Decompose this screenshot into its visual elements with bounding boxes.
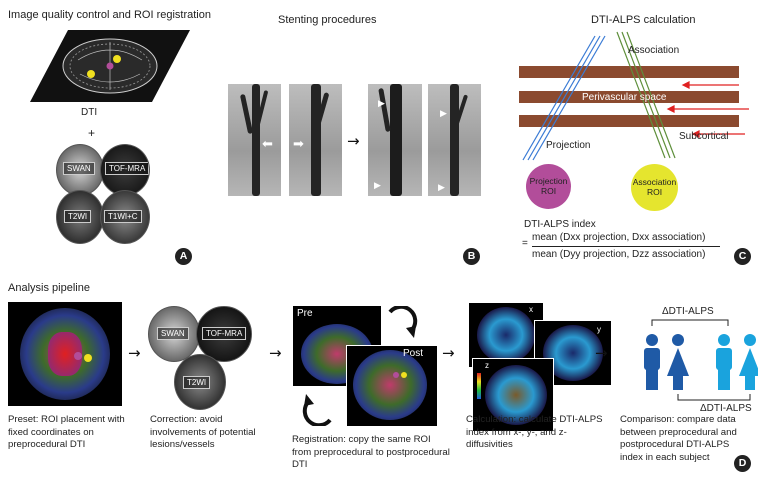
rotate-arrow-top <box>388 306 418 338</box>
angio-pre-1: ⬅ <box>228 84 281 196</box>
stent-marker-top-2: ▶ <box>440 108 447 118</box>
badge-d: D <box>734 455 751 472</box>
association-label: Association <box>628 45 680 56</box>
perivascular-label: Perivascular space <box>582 92 667 103</box>
delta-bottom-label: ΔDTI-ALPS <box>700 403 752 414</box>
axis-z-label: z <box>485 361 489 370</box>
roi-dot-yellow <box>113 55 121 63</box>
corr-swan-scan: SWAN <box>148 306 200 362</box>
association-roi-line2: ROI <box>646 187 663 197</box>
modality-quad: SWAN TOF-MRA T2WI T1WI+C <box>56 144 156 244</box>
step-arrow-1: → <box>128 344 141 362</box>
badge-c: C <box>734 248 751 265</box>
association-fibers <box>616 31 676 159</box>
dti-slice-diamond <box>30 30 190 102</box>
calc-x-map: x <box>468 302 544 368</box>
corr-t2wi-tag: T2WI <box>183 376 211 389</box>
registration-caption: Registration: copy the same ROI from pre… <box>292 434 450 470</box>
male-pre-icon <box>644 334 660 390</box>
preset-caption: Preset: ROI placement with fixed coordin… <box>8 414 125 450</box>
angio-post-2: ▶ ▶ <box>428 84 481 196</box>
fiber-bar-1 <box>519 66 739 78</box>
angio-post-1: ▶ ▶ <box>368 84 422 196</box>
panel-c-title: DTI-ALPS calculation <box>591 14 696 26</box>
preset-dti-image <box>8 302 122 406</box>
formula-divider <box>532 246 720 247</box>
roi-dot-yellow-2 <box>87 70 95 78</box>
pre-label: Pre <box>297 308 313 319</box>
delta-top-label: ΔDTI-ALPS <box>662 306 714 317</box>
badge-a: A <box>175 248 192 265</box>
projection-roi-line1: Projection <box>529 176 568 186</box>
step-arrow-2: → <box>269 344 282 362</box>
female-pre-icon <box>667 334 689 390</box>
fiber-bar-3 <box>519 115 739 127</box>
badge-b: B <box>463 248 480 265</box>
plus-sign: + <box>88 126 96 140</box>
step-arrow-3: → <box>442 344 455 362</box>
corr-t2wi-scan: T2WI <box>174 354 226 410</box>
association-roi-line1: Association <box>632 177 677 187</box>
projection-roi-line2: ROI <box>540 186 557 196</box>
axis-x-label: x <box>529 305 533 314</box>
post-label: Post <box>403 348 424 359</box>
projection-roi: Projection ROI <box>526 164 571 209</box>
axis-y-label: y <box>597 325 601 334</box>
corr-swan-tag: SWAN <box>157 327 189 340</box>
panel-a-title: Image quality control and ROI registrati… <box>8 9 211 21</box>
preset-roi-purple <box>74 352 82 360</box>
formula-numerator: mean (Dxx projection, Dxx association) <box>532 232 706 243</box>
formula-denominator: mean (Dyy projection, Dzz association) <box>532 249 706 260</box>
rotate-arrow-bottom <box>302 394 332 426</box>
comparison-figure <box>644 319 758 401</box>
preset-roi-yellow <box>84 354 92 362</box>
male-post-icon <box>716 334 732 390</box>
panel-b-title: Stenting procedures <box>278 14 377 26</box>
swan-tag: SWAN <box>63 162 95 175</box>
stent-marker-bottom-1: ▶ <box>374 180 381 190</box>
swan-scan: SWAN <box>56 144 104 196</box>
t1wi-c-tag: T1WI+C <box>104 210 142 223</box>
corr-tof-scan: TOF-MRA <box>196 306 252 362</box>
stenosis-arrow-2: ➡ <box>293 136 304 151</box>
corr-tof-tag: TOF-MRA <box>202 327 247 340</box>
comparison-caption: Comparison: compare data between preproc… <box>620 414 737 463</box>
equals-sign: = <box>522 238 528 249</box>
t2wi-tag: T2WI <box>64 210 92 223</box>
calc-z-map: z <box>472 358 554 432</box>
association-roi: Association ROI <box>631 164 678 211</box>
projection-fibers <box>522 35 606 161</box>
subcortical-label: Subcortical <box>679 131 729 142</box>
tof-mra-scan: TOF-MRA <box>100 144 150 196</box>
female-post-icon <box>739 334 758 390</box>
alps-diagram <box>519 31 749 161</box>
stent-marker-bottom-2: ▶ <box>438 182 445 192</box>
angio-pre-2: ➡ <box>289 84 342 196</box>
t2wi-scan: T2WI <box>56 190 104 244</box>
roi-dot-purple <box>106 62 114 70</box>
procedure-arrow: → <box>347 132 360 150</box>
registration-post-image: Post <box>346 345 438 427</box>
correction-caption: Correction: avoid involvements of potent… <box>150 414 256 450</box>
tof-mra-tag: TOF-MRA <box>105 162 149 175</box>
fiber-bar-2 <box>519 91 739 103</box>
alps-index-label: DTI-ALPS index <box>524 219 596 230</box>
subcortical-arrows <box>666 81 749 138</box>
dti-label: DTI <box>81 107 98 118</box>
stenosis-arrow-1: ⬅ <box>262 136 273 151</box>
stent-marker-top-1: ▶ <box>378 98 385 108</box>
projection-label: Projection <box>546 140 591 151</box>
pipeline-title: Analysis pipeline <box>8 282 90 294</box>
t1wi-c-scan: T1WI+C <box>100 190 150 244</box>
step-arrow-4: → <box>595 344 608 362</box>
correction-quad: SWAN TOF-MRA T2WI <box>148 306 260 410</box>
calculation-caption: Calculation: calculate DTI-ALPS index fr… <box>466 414 603 450</box>
